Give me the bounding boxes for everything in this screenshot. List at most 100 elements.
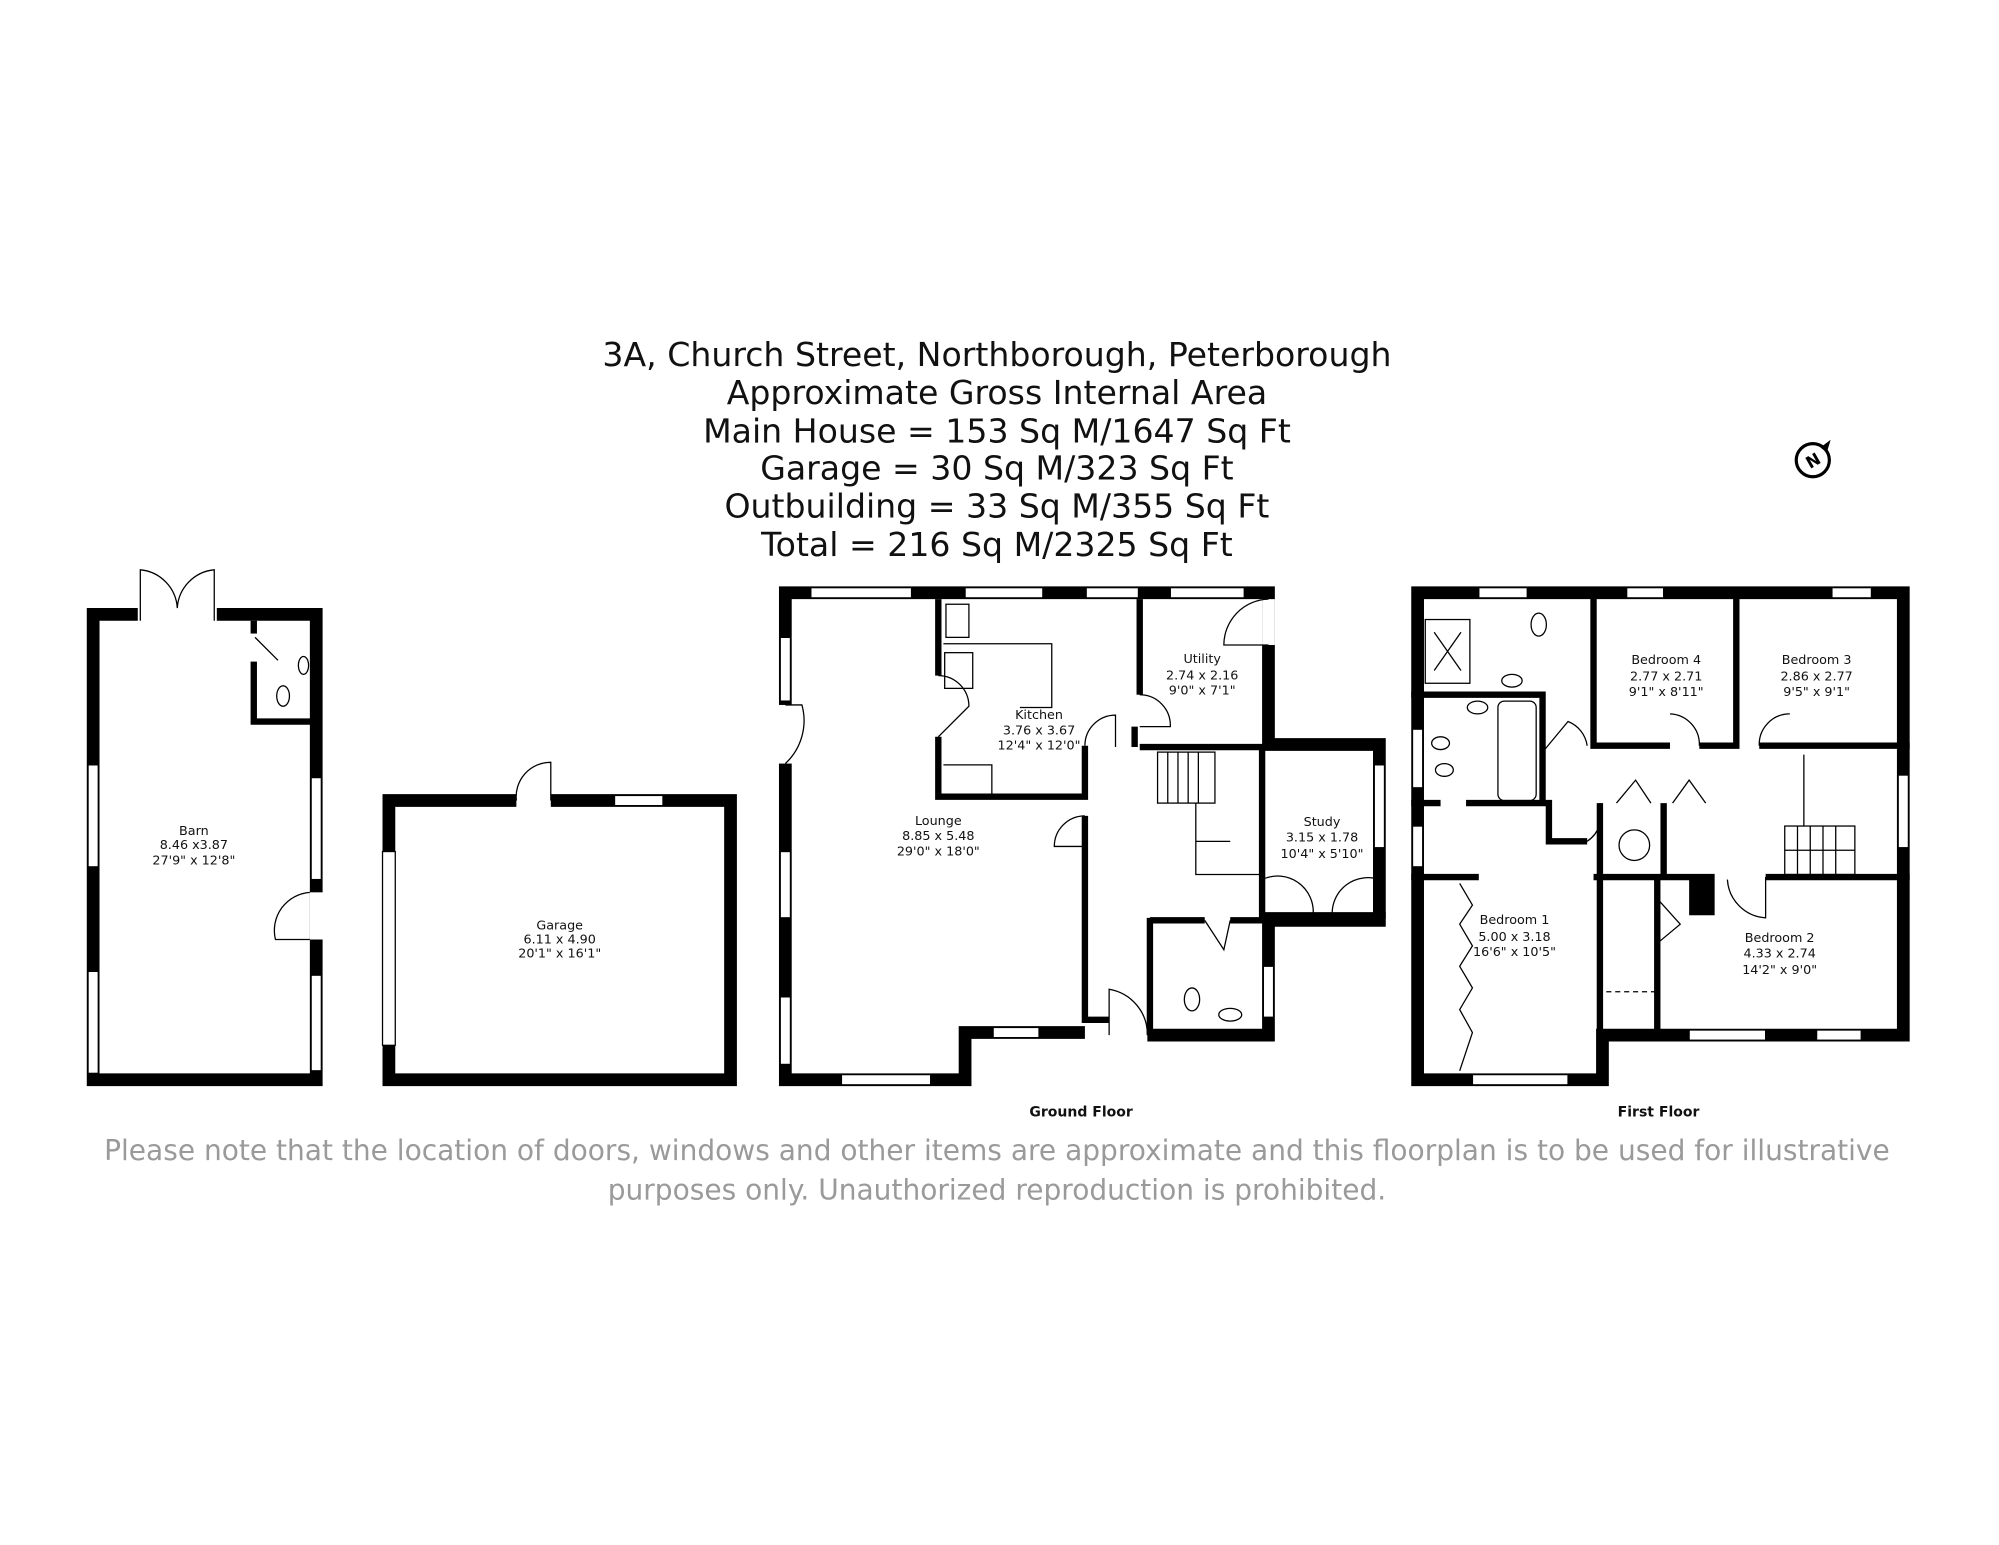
bedroom4-imperial: 9'1" x 8'11" [1629,685,1704,700]
bedroom1-name: Bedroom 1 [1480,913,1550,928]
bath-icon [1497,700,1537,802]
toilet-icon [276,685,291,707]
cylinder-icon [1618,829,1651,862]
study-metric: 3.15 x 1.78 [1286,830,1358,845]
window [310,776,322,881]
window [1262,965,1275,1018]
toilet-icon [1434,762,1454,777]
ground-floor-label: Ground Floor [1029,1105,1133,1121]
door-swing [273,891,310,941]
window [779,996,792,1066]
window [87,970,99,1074]
window [1897,774,1910,849]
outbuilding-area: Outbuilding = 33 Sq M/355 Sq Ft [724,487,1269,526]
address-title: 3A, Church Street, Northborough, Peterbo… [602,335,1391,374]
disclaimer-line-1: Please note that the location of doors, … [104,1134,1890,1167]
window [992,1026,1040,1039]
door-swing [1223,598,1269,646]
study-imperial: 10'4" x 5'10" [1281,847,1364,862]
shower-tray-lines [1433,631,1462,671]
garage-plan: Garage 6.11 x 4.90 20'1" x 16'1" [381,761,737,1087]
window [779,850,792,919]
kitchen-name: Kitchen [1015,708,1063,723]
bedroom1-imperial: 16'6" x 10'5" [1473,945,1556,960]
utility-name: Utility [1183,652,1221,667]
front-door [1108,988,1149,1036]
bedroom2-imperial: 14'2" x 9'0" [1742,963,1817,978]
barn-plan: Barn 8.46 x3.87 27'9" x 12'8" [86,569,326,1087]
door-swing [515,761,552,801]
kitchen-units [943,643,1053,797]
wc-door [1204,920,1231,952]
window [840,1073,932,1086]
basin-icon [297,655,310,675]
toilet-icon [1183,987,1201,1012]
bedroom1-metric: 5.00 x 3.18 [1478,930,1550,945]
garage-door [381,850,396,1046]
door-swing [1139,694,1171,728]
bedroom2-metric: 4.33 x 2.74 [1743,946,1815,961]
door-swing [1726,877,1767,919]
window [1626,587,1665,599]
main-house-area: Main House = 153 Sq M/1647 Sq Ft [703,411,1291,450]
sink-icon [945,603,970,639]
north-arrow-icon: N [1794,439,1831,479]
window [1688,1029,1767,1041]
window [87,764,99,868]
bedroom4-name: Bedroom 4 [1631,653,1701,668]
door-swing [1586,802,1603,842]
garage-metric: 6.11 x 4.90 [524,932,596,947]
french-doors [139,569,215,621]
chimney-block [1689,879,1715,916]
window [964,587,1044,599]
north-letter: N [1802,449,1824,472]
lounge-name: Lounge [915,814,962,829]
total-area: Total = 216 Sq M/2325 Sq Ft [760,525,1233,564]
door-swing [1669,713,1790,746]
side-door-opening [309,892,326,940]
toilet-icon [1530,612,1548,637]
garage-imperial: 20'1" x 16'1" [518,946,601,961]
lounge-imperial: 29'0" x 18'0" [897,844,980,859]
wardrobe-doors [1458,883,1474,1071]
study-name: Study [1304,815,1341,830]
bidet-icon [1431,736,1451,751]
barn-metric: 8.46 x3.87 [160,838,228,853]
bedroom4-metric: 2.77 x 2.71 [1630,670,1702,685]
door-swing [1542,720,1588,753]
garage-area: Garage = 30 Sq M/323 Sq Ft [760,448,1234,487]
door-swing [784,704,805,765]
door-swing [1261,875,1380,916]
area-subtitle: Approximate Gross Internal Area [727,373,1267,412]
shower-icon [1424,618,1471,684]
window [1373,764,1386,849]
utility-imperial: 9'0" x 7'1" [1169,684,1236,699]
window [1815,1029,1862,1041]
hob-icon [944,652,974,690]
garage-name: Garage [536,918,583,933]
window [1411,825,1424,868]
window [613,794,664,807]
kitchen-imperial: 12'4" x 12'0" [998,739,1081,754]
bedroom3-imperial: 9'5" x 9'1" [1783,685,1850,700]
disclaimer-line-2: purposes only. Unauthorized reproduction… [608,1174,1386,1207]
door-swing [937,674,970,738]
ground-floor-plan: Lounge 8.85 x 5.48 29'0" x 18'0" Kitchen… [777,586,1386,1121]
bedroom3-name: Bedroom 3 [1782,653,1852,668]
barn-imperial: 27'9" x 12'8" [152,853,235,868]
window [1411,728,1424,789]
wc-door [254,636,279,661]
window [1478,587,1528,599]
window [310,974,322,1072]
title-block: 3A, Church Street, Northborough, Peterbo… [602,335,1391,564]
basin-icon [1466,700,1489,715]
basin-icon [1501,673,1523,688]
cupboard-doors [1615,779,1707,804]
basin-icon [1218,1007,1243,1022]
window [810,587,913,599]
window [1831,587,1873,599]
lounge-metric: 8.85 x 5.48 [902,829,974,844]
first-floor-plan: Bedroom 4 2.77 x 2.71 9'1" x 8'11" Bedro… [1411,586,1910,1121]
stairs-lines [1167,752,1260,876]
